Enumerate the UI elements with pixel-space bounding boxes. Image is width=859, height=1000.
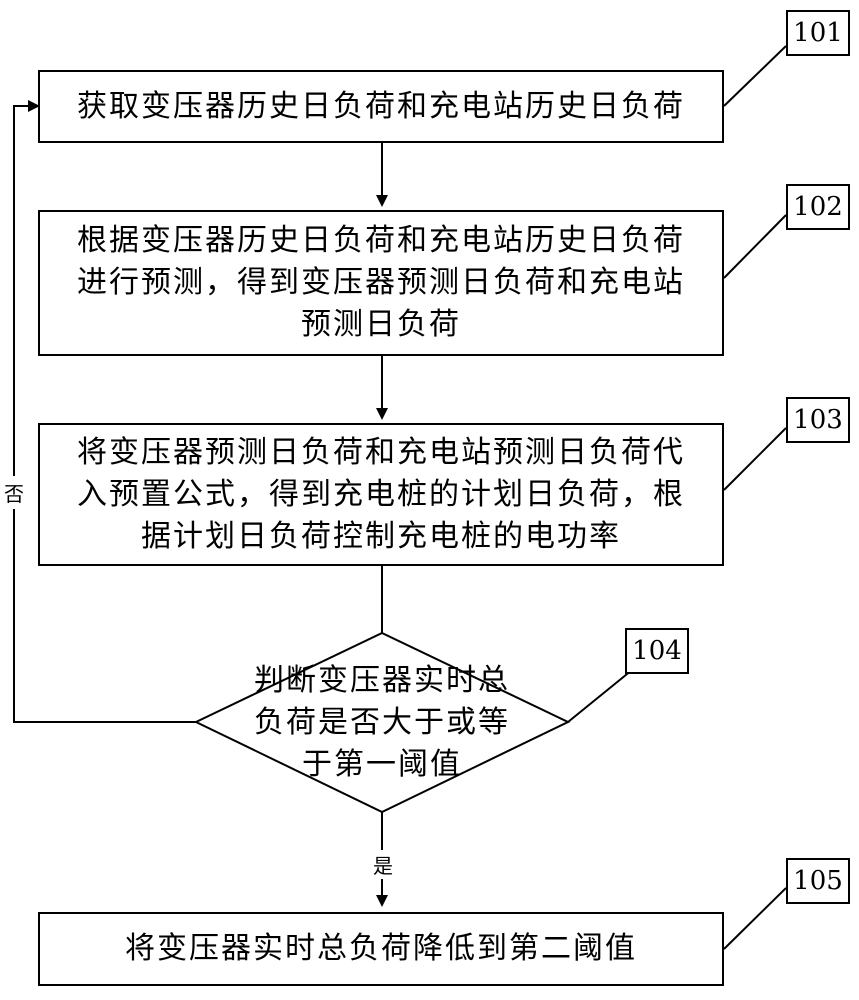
decision-line-2: 负荷是否大于或等	[254, 705, 510, 740]
yes-label: 是	[372, 850, 394, 879]
step-103-line-3: 据计划日负荷控制充电桩的电功率	[141, 518, 621, 554]
step-105-box: 将变压器实时总负荷降低到第二阈值	[38, 912, 724, 986]
leader-101	[723, 45, 787, 107]
leader-105	[723, 887, 787, 950]
step-105-number: 105	[786, 858, 850, 904]
step-105-text: 将变压器实时总负荷降低到第二阈值	[125, 931, 637, 966]
step-103-box: 将变压器预测日负荷和充电站预测日负荷代 入预置公式，得到充电桩的计划日负荷，根 …	[38, 423, 724, 566]
arrow-no-loop	[13, 100, 196, 723]
step-102-number: 102	[786, 184, 850, 230]
leader-102	[723, 214, 787, 279]
step-102-box: 根据变压器历史日负荷和充电站历史日负荷 进行预测，得到变压器预测日负荷和充电站 …	[38, 210, 724, 356]
step-103-line-1: 将变压器预测日负荷和充电站预测日负荷代	[77, 434, 685, 470]
no-label: 否	[4, 476, 24, 509]
leader-103	[723, 427, 787, 491]
decision-line-1: 判断变压器实时总	[254, 663, 510, 698]
leader-104	[567, 669, 633, 723]
step-101-number: 101	[786, 10, 850, 56]
step-103-number: 103	[786, 397, 850, 443]
decision-text: 判断变压器实时总 负荷是否大于或等 于第一阈值	[222, 660, 542, 786]
step-101-box: 获取变压器历史日负荷和充电站历史日负荷	[38, 70, 724, 143]
step-103-line-2: 入预置公式，得到充电桩的计划日负荷，根	[77, 476, 685, 512]
decision-line-3: 于第一阈值	[302, 747, 462, 782]
step-101-text: 获取变压器历史日负荷和充电站历史日负荷	[77, 88, 685, 124]
step-102-line-1: 根据变压器历史日负荷和充电站历史日负荷	[77, 223, 685, 258]
step-102-line-3: 预测日负荷	[301, 307, 461, 342]
step-102-line-2: 进行预测，得到变压器预测日负荷和充电站	[77, 265, 685, 300]
step-104-number: 104	[625, 628, 689, 674]
